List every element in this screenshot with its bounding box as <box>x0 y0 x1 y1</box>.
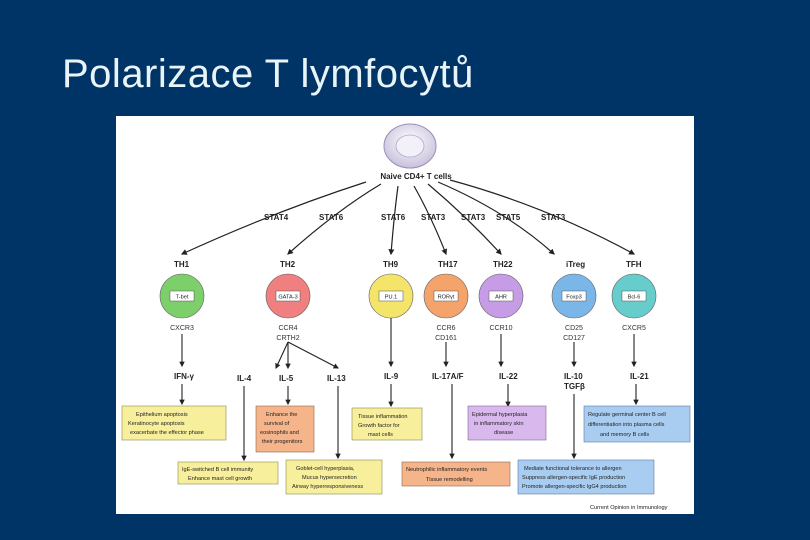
effect-tfh: Regulate germinal center B cell differen… <box>588 412 667 438</box>
effect-th1: Epithelium apoptosis Keratinocyte apopto… <box>128 412 204 436</box>
tf-label-4: AHR <box>495 295 507 301</box>
source-caption: Current Opinion in Immunology <box>590 505 668 511</box>
effect-th17: Neutrophilic inflammatory events Tissue … <box>406 467 489 483</box>
naive-cell <box>383 123 437 169</box>
tf-box-2 <box>378 290 404 302</box>
tf-label-6: Bcl-6 <box>628 295 641 301</box>
marker-6-0: CXCR5 <box>622 325 646 332</box>
cytokine-il21: IL-21 <box>630 372 649 381</box>
cell-name-1: TH2 <box>280 260 296 269</box>
effect-th22: Epidermal hyperplasia in inflammatory sk… <box>472 412 529 436</box>
cell-name-6: TFH <box>626 260 642 269</box>
stat-label-4: STAT3 <box>421 213 446 222</box>
marker-0-0: CXCR3 <box>170 325 194 332</box>
tf-label-0: T-bet <box>176 295 189 301</box>
tf-label-3: RORγt <box>438 295 455 301</box>
stat-label-6: STAT5 <box>496 213 521 222</box>
cytokine-il5: IL-5 <box>279 374 294 383</box>
stat-label-3: STAT6 <box>381 213 406 222</box>
tf-box-4 <box>488 290 514 302</box>
marker-5-0: CD25 <box>565 325 583 332</box>
stat-label-7: STAT3 <box>541 213 566 222</box>
cell-name-5: iTreg <box>566 260 585 269</box>
cell-name-2: TH9 <box>383 260 399 269</box>
cytokine-ifn-gamma: IFN-γ <box>174 372 195 381</box>
effect-arrows <box>179 384 639 462</box>
stat-label-2: STAT6 <box>319 213 344 222</box>
tf-box-1 <box>275 290 301 302</box>
root-label: Naive CD4+ T cells <box>380 172 452 181</box>
cytokine-il13: IL-13 <box>327 374 346 383</box>
tf-label-1: GATA-3 <box>278 295 297 301</box>
cytokine-tgfb: TGFβ <box>564 382 585 391</box>
branch-arrows <box>180 179 636 256</box>
tf-box-0 <box>169 290 195 302</box>
effect-treg: Mediate functional tolerance to allergen… <box>522 466 627 490</box>
effect-il13: Goblet-cell hyperplasia, Mucus hypersecr… <box>292 466 363 490</box>
cytokine-arrows <box>179 318 637 370</box>
stat-label-1: STAT4 <box>264 213 289 222</box>
tf-box-3 <box>433 290 459 302</box>
stat-label-5: STAT3 <box>461 213 486 222</box>
cell-name-4: TH22 <box>493 260 513 269</box>
cytokine-il4: IL-4 <box>237 374 252 383</box>
effect-il5: Enhance the survival of eosinophils and … <box>260 412 303 445</box>
marker-4-0: CCR10 <box>490 325 513 332</box>
tf-label-2: PU.1 <box>385 295 397 301</box>
marker-1-1: CRTH2 <box>276 335 299 342</box>
marker-1-0: CCR4 <box>278 325 297 332</box>
cytokine-il10: IL-10 <box>564 372 583 381</box>
marker-3-0: CCR6 <box>436 325 455 332</box>
marker-5-1: CD127 <box>563 335 585 342</box>
cytokine-il17: IL-17A/F <box>432 372 464 381</box>
cytokine-il22: IL-22 <box>499 372 518 381</box>
cytokine-il9: IL-9 <box>384 372 399 381</box>
tf-box-6 <box>621 290 647 302</box>
diagram-panel: Naive CD4+ T cells STAT4 STAT6 STAT6 STA… <box>116 116 694 514</box>
polarization-diagram: Naive CD4+ T cells STAT4 STAT6 STAT6 STA… <box>121 123 691 511</box>
tf-label-5: Foxp3 <box>566 295 582 301</box>
tf-box-5 <box>561 290 587 302</box>
effect-th9: Tissue inflammation Growth factor for ma… <box>358 414 409 438</box>
cell-name-3: TH17 <box>438 260 458 269</box>
slide-title: Polarizace T lymfocytů <box>62 52 474 96</box>
marker-3-1: CD161 <box>435 335 457 342</box>
cell-name-0: TH1 <box>174 260 190 269</box>
effect-il4: IgE-switched B cell immunity Enhance mas… <box>182 467 255 482</box>
